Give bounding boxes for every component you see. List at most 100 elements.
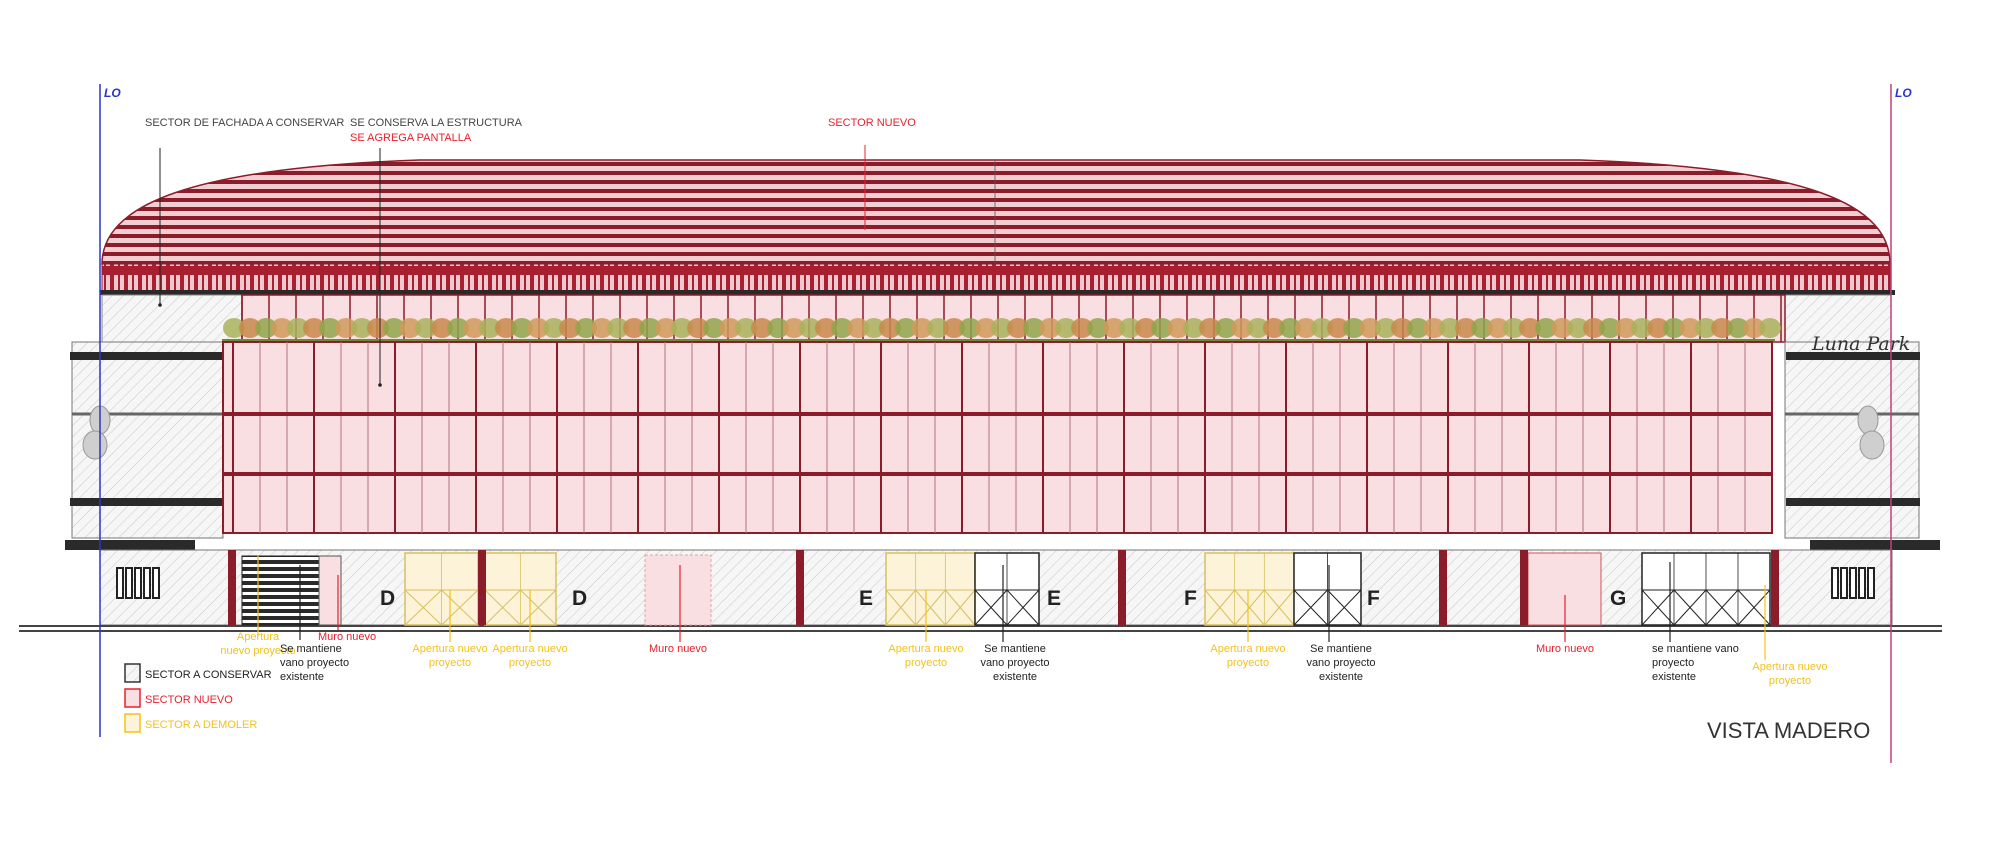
planter-bush <box>1631 318 1653 338</box>
opening-cross <box>441 589 479 626</box>
planter-bush <box>1487 318 1509 338</box>
bay-letter-f2: F <box>1367 587 1380 610</box>
planter-bush <box>895 318 917 338</box>
right-figure-relief <box>1857 405 1885 460</box>
annotation-note-line: proyecto <box>1652 657 1694 669</box>
planter-bush <box>1711 318 1733 338</box>
planter-bush <box>1439 318 1461 338</box>
planter-bush <box>383 318 405 338</box>
planter-bush <box>671 318 693 338</box>
planter-bush <box>1535 318 1557 338</box>
planter-bush <box>1263 318 1285 338</box>
opening-cross <box>944 589 976 626</box>
opening-cross <box>520 589 557 626</box>
planter-bush <box>1167 318 1189 338</box>
facade-band-2 <box>223 472 1772 476</box>
opening-cross <box>885 589 917 626</box>
planter-bush <box>399 318 421 338</box>
annotation-note-line: proyecto <box>905 657 947 669</box>
structural-column <box>1771 550 1779 625</box>
legend-swatch-demolish <box>124 713 141 733</box>
planter-bush <box>1567 318 1589 338</box>
vent-grille-left <box>116 567 160 599</box>
annotation-note-line: Apertura nuevo <box>492 643 567 655</box>
planter-bush <box>287 318 309 338</box>
planter-bush <box>1119 318 1141 338</box>
planter-bush <box>543 318 565 338</box>
opening-cross <box>1204 589 1236 626</box>
planter-bush <box>1743 318 1765 338</box>
annotation-note: Apertura nuevo proyecto <box>220 631 295 657</box>
opening-cross <box>1641 589 1675 626</box>
vent-grille-right <box>1831 567 1875 599</box>
planter-bush <box>735 318 757 338</box>
ground-openings <box>404 552 1771 626</box>
vent-slot <box>152 567 160 599</box>
annotation-note-line: vano proyecto <box>280 657 349 669</box>
structural-column <box>1118 550 1126 625</box>
planter-bush <box>1231 318 1253 338</box>
planter-bush <box>1519 318 1541 338</box>
planter-bush <box>719 318 741 338</box>
planter-bush <box>479 318 501 338</box>
planter-bush <box>1663 318 1685 338</box>
annotation-note-line: existente <box>1652 671 1696 683</box>
right-band-top <box>1786 352 1920 360</box>
opening-cross <box>1293 589 1328 626</box>
opening-demolish <box>885 552 976 626</box>
main-glass-facade <box>222 341 1773 534</box>
annotation-note: Apertura nuevo proyecto <box>888 643 963 669</box>
planter-bush <box>591 318 613 338</box>
planter-bush <box>767 318 789 338</box>
planter-bush <box>1471 318 1493 338</box>
new-wall-2 <box>644 554 712 626</box>
planter-bush <box>1327 318 1349 338</box>
annotation-note-line: Apertura <box>237 631 280 643</box>
legend-label-conserve: SECTOR A CONSERVAR <box>145 669 272 681</box>
planter-bush <box>1295 318 1317 338</box>
planter-bush <box>335 318 357 338</box>
opening-cross <box>974 589 1008 626</box>
vent-slot <box>1867 567 1875 599</box>
planter-bush <box>1183 318 1205 338</box>
vent-slot <box>1831 567 1839 599</box>
planter-bush <box>255 318 277 338</box>
planter-bush <box>655 318 677 338</box>
annotation-note-line: proyecto <box>509 657 551 669</box>
planter-bush <box>1679 318 1701 338</box>
opening-cross <box>1006 589 1040 626</box>
planter-bush <box>847 318 869 338</box>
planter-bush <box>1583 318 1605 338</box>
annotation-note-line: existente <box>1319 671 1363 683</box>
annotation-note-line: nuevo proyecto <box>220 645 295 657</box>
annotation-note-line: Apertura nuevo <box>888 643 963 655</box>
planter-bush <box>511 318 533 338</box>
annotation-note: Muro nuevo <box>1536 643 1594 655</box>
planter-bush <box>1311 318 1333 338</box>
planter-bush <box>1055 318 1077 338</box>
roof-base-beam <box>100 290 1895 295</box>
planter-bush <box>1727 318 1749 338</box>
annotation-note-line: Apertura nuevo <box>1210 643 1285 655</box>
opening-cross <box>915 589 946 626</box>
vent-slot <box>116 567 124 599</box>
planter-bush <box>1087 318 1109 338</box>
planter-bush <box>1135 318 1157 338</box>
annotation-note-line: Muro nuevo <box>1536 643 1594 655</box>
planter-bush <box>367 318 389 338</box>
planter-bush <box>415 318 437 338</box>
planter-bush <box>1695 318 1717 338</box>
bay-letter-d2: D <box>572 587 587 610</box>
planter-bush <box>447 318 469 338</box>
planter-bush <box>1199 318 1221 338</box>
annotation-note: Apertura nuevo proyecto <box>492 643 567 669</box>
opening-cross <box>404 589 442 626</box>
planter-bush <box>783 318 805 338</box>
legend: SECTOR A CONSERVAR SECTOR NUEVO SECTOR A… <box>124 663 272 733</box>
planter-bush <box>703 318 725 338</box>
